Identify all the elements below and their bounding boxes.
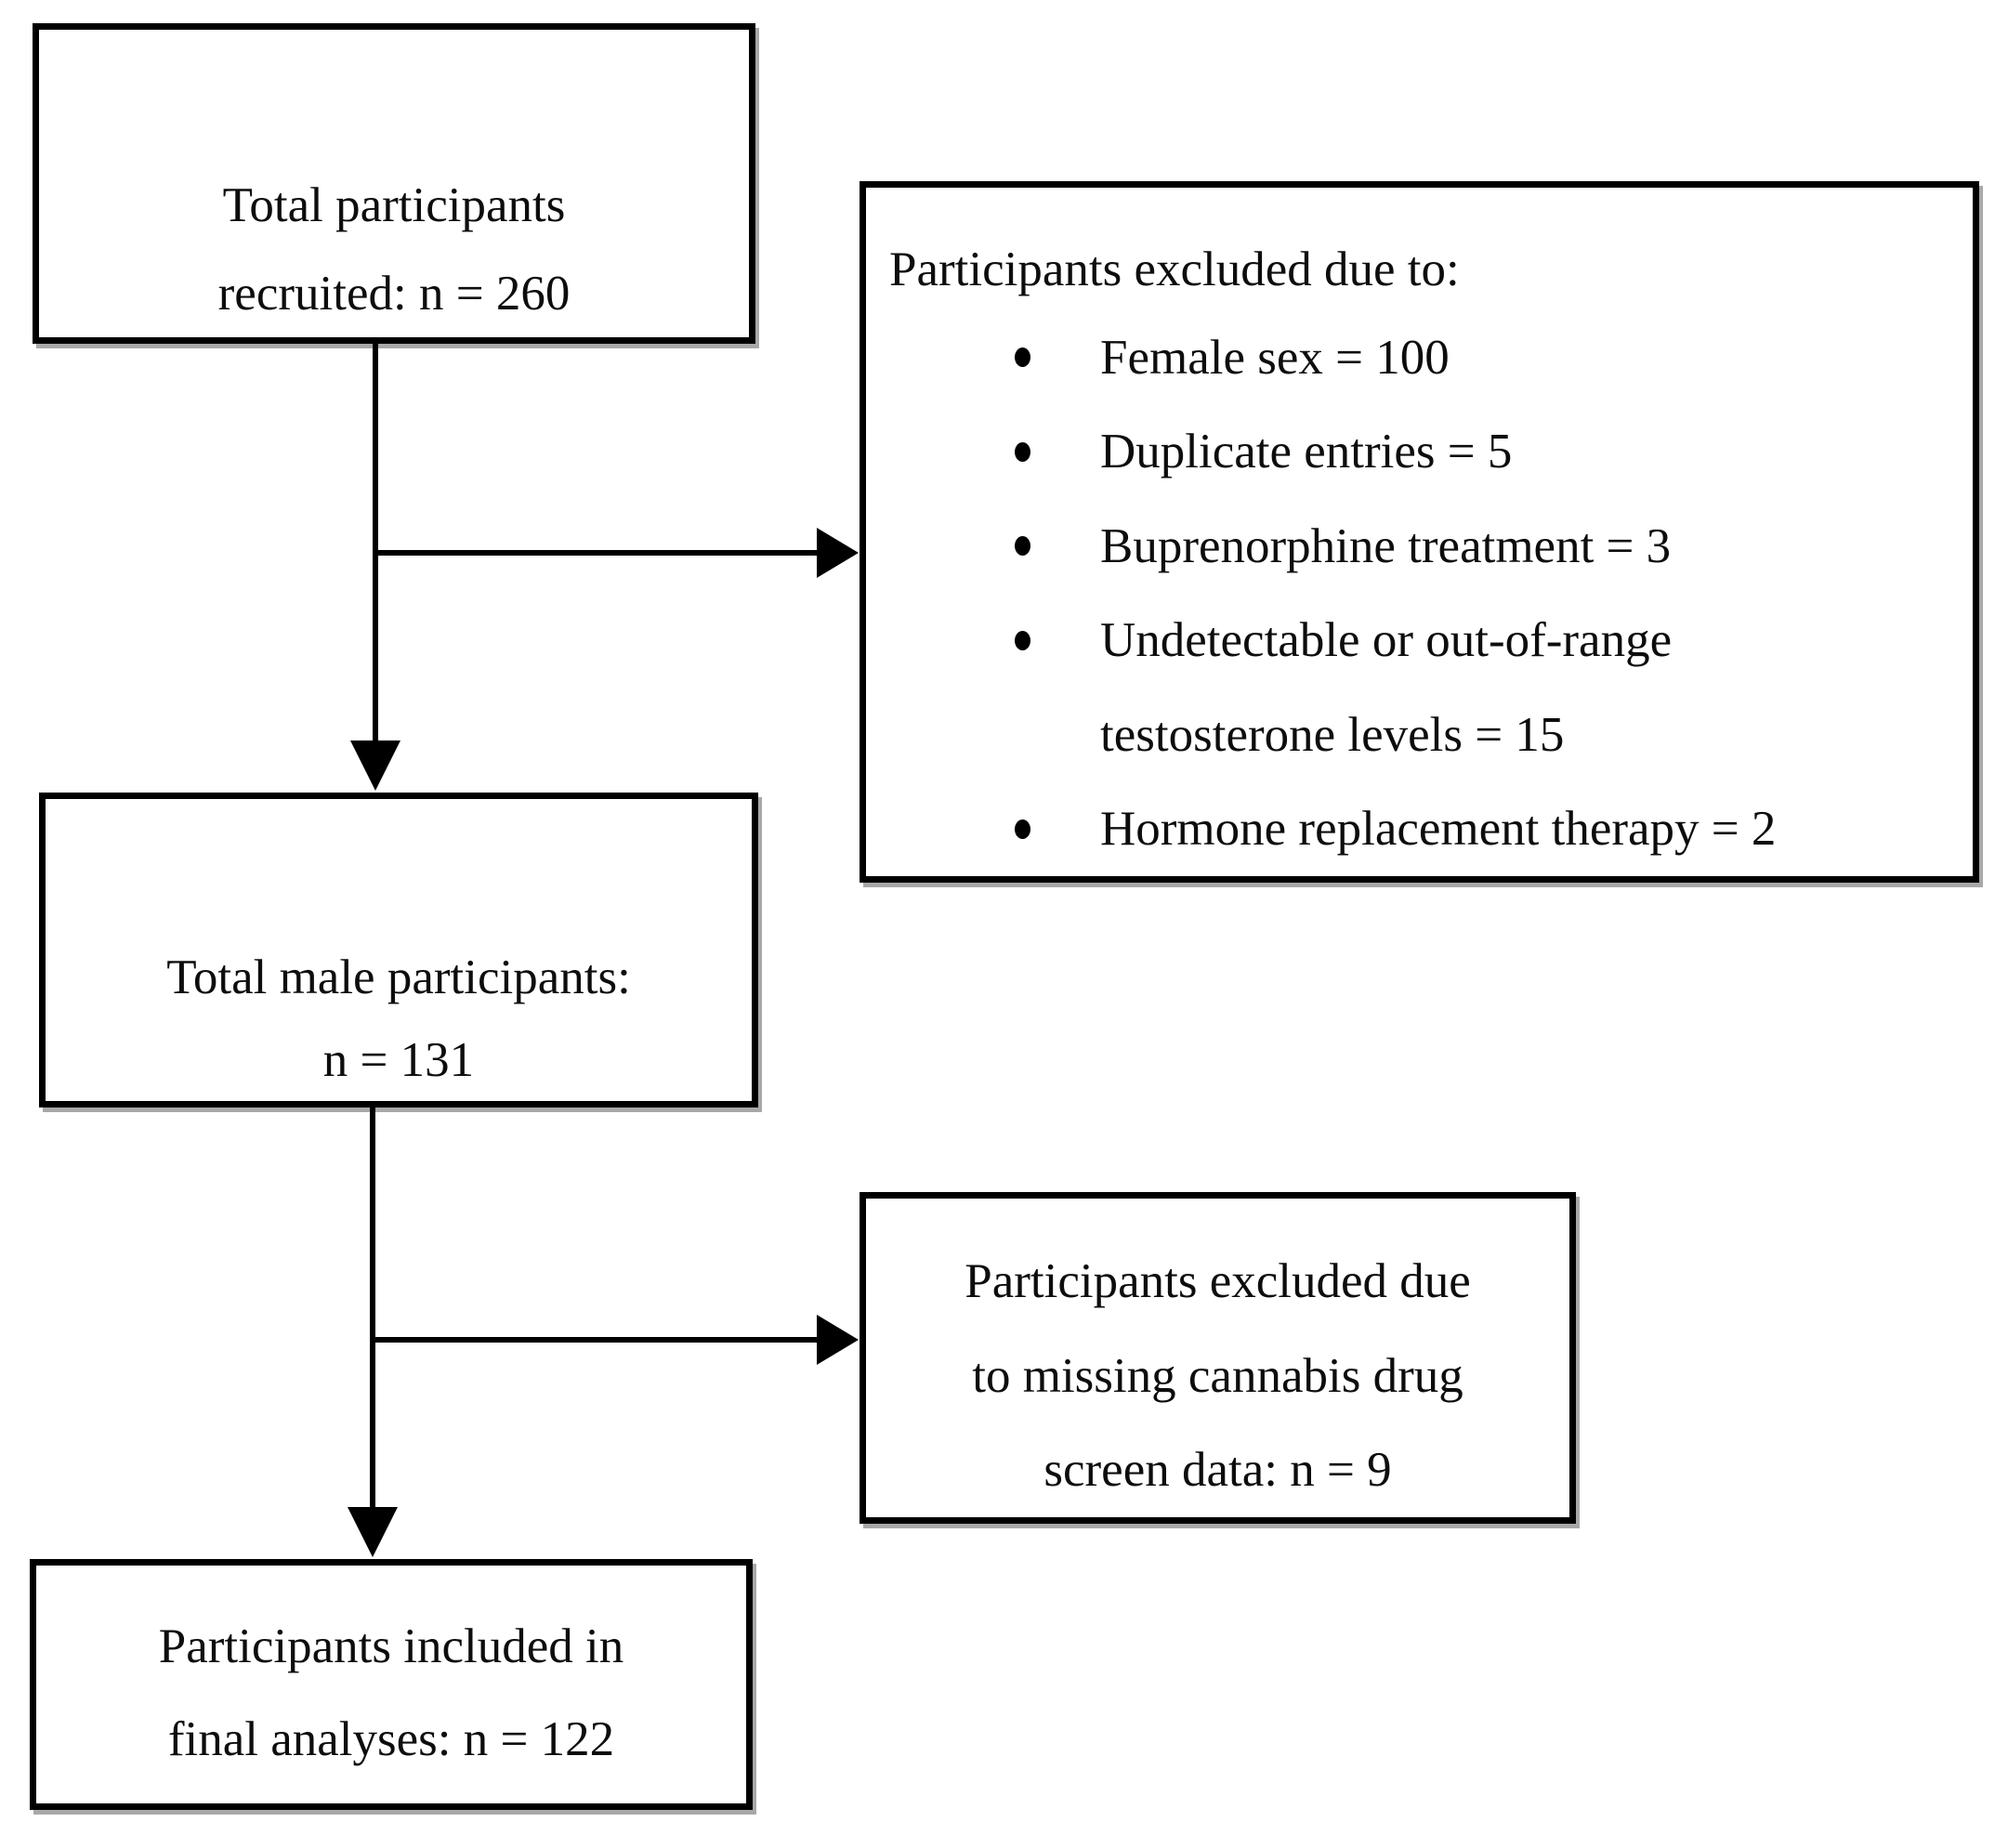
bullet-item: Undetectable or out-of-range: [889, 593, 1973, 688]
text-line: Total participants: [222, 177, 566, 232]
bullet-text: Buprenorphine treatment = 3: [1100, 518, 1672, 573]
bullet-text: Hormone replacement therapy = 2: [1100, 802, 1777, 857]
bullet-text: Duplicate entries = 5: [1100, 425, 1513, 479]
text-line: n = 131: [322, 1032, 475, 1087]
bullet-icon: [1015, 347, 1030, 368]
bullet-text: Female sex = 100: [1100, 330, 1450, 385]
bullet-icon: [1015, 441, 1030, 462]
text-line: to missing cannabis drug: [972, 1348, 1463, 1403]
box-total-male: Total male participants: n = 131: [39, 793, 758, 1107]
connector-recruited-to-male: [373, 342, 378, 743]
text-line: Participants included in: [158, 1619, 624, 1673]
bullet-item: Female sex = 100: [889, 310, 1973, 405]
arrowhead-down-icon: [348, 1507, 398, 1557]
bullet-item: Duplicate entries = 5: [889, 404, 1973, 499]
connector-branch-exclusions: [375, 550, 820, 556]
bullet-text: testosterone levels = 15: [1100, 707, 1565, 762]
bullet-item-continuation: testosterone levels = 15: [889, 688, 1973, 782]
bullet-text: Undetectable or out-of-range: [1100, 613, 1673, 668]
connector-male-to-final: [370, 1106, 375, 1509]
box-cannabis-excluded: Participants excluded due to missing can…: [860, 1192, 1576, 1524]
text-line: screen data: n = 9: [1043, 1443, 1392, 1498]
text-line: Participants excluded due: [965, 1253, 1471, 1308]
arrowhead-right-icon: [817, 528, 859, 578]
exclusions-title: Participants excluded due to:: [889, 242, 1460, 297]
bullet-item: Hormone replacement therapy = 2: [889, 781, 1973, 876]
box-final-analyses: Participants included in final analyses:…: [30, 1559, 753, 1810]
text-line: final analyses: n = 122: [167, 1712, 615, 1766]
bullet-item: Buprenorphine treatment = 3: [889, 499, 1973, 594]
text-line: Total male participants:: [166, 950, 631, 1004]
bullet-icon: [1015, 630, 1030, 650]
arrowhead-right-icon: [817, 1315, 859, 1365]
arrowhead-down-icon: [350, 741, 400, 791]
box-total-recruited: Total participants recruited: n = 260: [33, 23, 755, 344]
text-line: recruited: n = 260: [217, 266, 571, 321]
connector-branch-cannabis: [373, 1337, 820, 1343]
box-exclusions: Participants excluded due to: Female sex…: [860, 181, 1979, 883]
bullet-icon: [1015, 819, 1030, 839]
bullet-icon: [1015, 536, 1030, 557]
